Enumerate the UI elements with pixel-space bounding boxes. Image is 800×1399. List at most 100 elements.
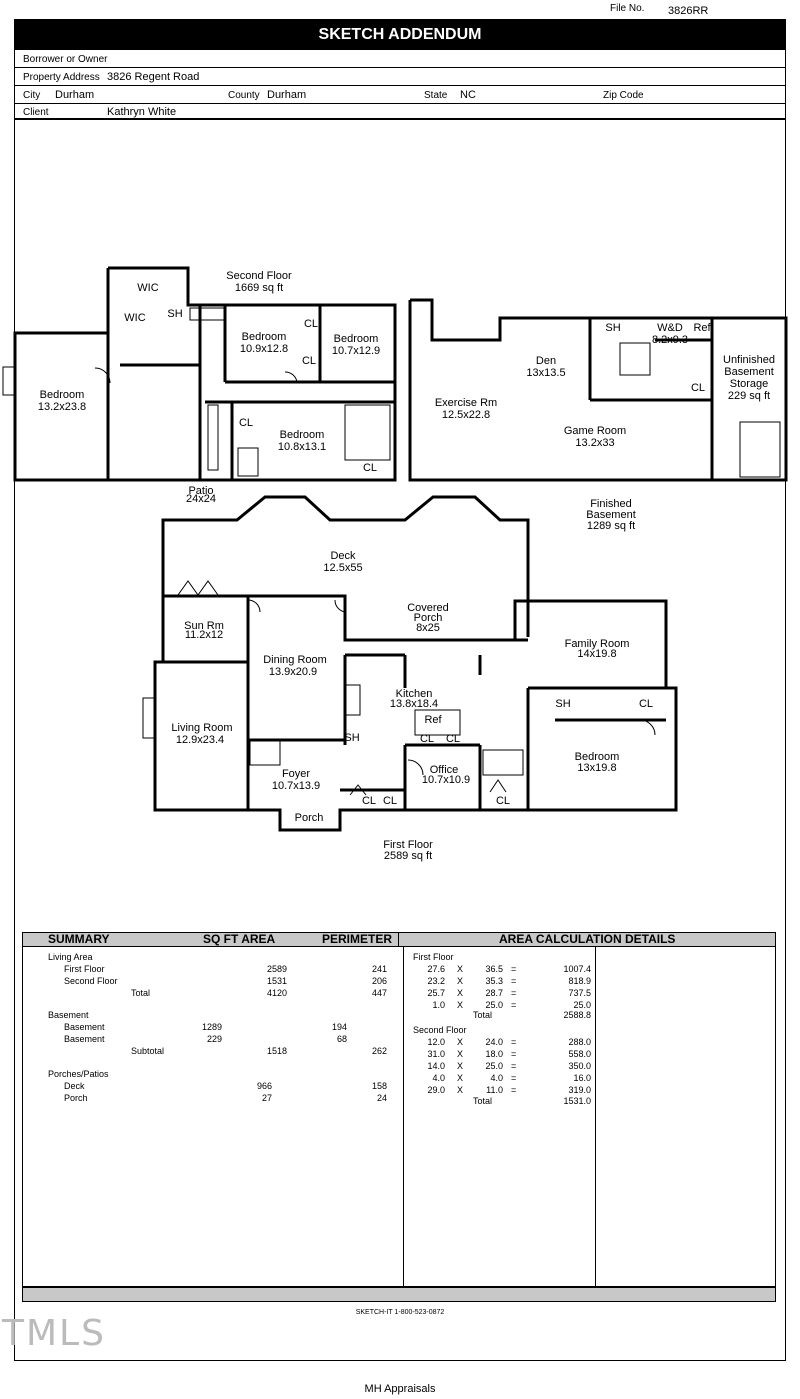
bedroom-left-label: Bedroom	[40, 389, 85, 401]
calc-first-0-x: X	[457, 964, 464, 974]
calc-first-1-r: 818.9	[568, 976, 591, 986]
calc-second-0-a: 12.0	[427, 1037, 445, 1047]
wd-label: W&D	[657, 322, 683, 334]
calc-first-1-b: 35.3	[485, 976, 503, 986]
calc-first-0-a: 27.6	[427, 964, 445, 974]
second-floor-outline	[13, 266, 397, 482]
floor-plan-sketch: Second Floor 1669 sq ft WIC WIC SH Bedro…	[2, 266, 788, 862]
calc-first-3-r: 25.0	[573, 1000, 591, 1010]
dining-room-dim: 13.9x20.9	[269, 666, 317, 678]
calc-second-3-eq: =	[511, 1073, 517, 1083]
basement-title: Basement	[586, 509, 636, 521]
porch-label: Porch	[64, 1093, 88, 1103]
deck-perimeter: 158	[371, 1081, 387, 1091]
cl-label: CL	[362, 795, 376, 807]
first-floor-area: 2589 sq ft	[384, 850, 432, 862]
sh-label: SH	[344, 732, 359, 744]
calc-second-2-r: 350.0	[568, 1061, 591, 1071]
cl-label: CL	[383, 795, 397, 807]
second-floor-label: Second Floor	[64, 976, 118, 986]
finished-basement-area: 1289 sq ft	[587, 520, 635, 532]
sketchit-credit: SKETCH-IT 1-800-523-0872	[355, 1309, 445, 1316]
basement2-label: Basement	[64, 1034, 105, 1044]
bedroom-mid2-dim: 10.7x12.9	[332, 345, 380, 357]
details-first-floor-label: First Floor	[413, 952, 454, 962]
calc-second-3-b: 4.0	[490, 1073, 503, 1083]
cl-label: CL	[420, 733, 434, 745]
file-no-label: File No.	[610, 3, 645, 14]
calc-first-2-a: 25.7	[427, 988, 445, 998]
basement1-perimeter: 194	[331, 1022, 347, 1032]
cl-label: CL	[239, 417, 253, 429]
floor-plan-area	[14, 118, 786, 935]
sh-label: SH	[555, 698, 570, 710]
calc-first-2-x: X	[457, 988, 464, 998]
calc-second-3-a: 4.0	[432, 1073, 445, 1083]
office-dim: 10.7x10.9	[422, 774, 470, 786]
calc-second-1-r: 558.0	[568, 1049, 591, 1059]
basement-subtotal-label: Subtotal	[131, 1046, 165, 1056]
living-total-sqft: 4120	[266, 988, 287, 998]
basement-label: Basement	[724, 366, 774, 378]
patio-label: Patio	[188, 485, 213, 497]
exercise-label: Exercise Rm	[435, 397, 497, 409]
patio-dim: 24x24	[186, 493, 216, 505]
second-floor-sqft: 1531	[266, 976, 287, 986]
calc-second-0-eq: =	[511, 1037, 517, 1047]
cl-label: CL	[302, 355, 316, 367]
kitchen-dim: 13.8x18.4	[390, 698, 438, 710]
first-floor-outline	[153, 594, 678, 832]
foyer-label: Foyer	[282, 768, 310, 780]
appraiser-name: MH Appraisals	[364, 1383, 436, 1395]
page-title: SKETCH ADDENDUM	[14, 19, 786, 50]
calc-second-4-r: 319.0	[568, 1085, 591, 1095]
deck-dim: 12.5x55	[323, 562, 362, 574]
calc-second-1-eq: =	[511, 1049, 517, 1059]
calc-second-2-x: X	[457, 1061, 464, 1071]
footer-bar	[22, 1287, 776, 1302]
property-row: Property Address 3826 Regent Road	[14, 68, 786, 86]
basement2-sqft: 229	[206, 1034, 222, 1044]
living-area-label: Living Area	[48, 952, 93, 962]
deck-label: Deck	[330, 550, 356, 562]
calc-second-0-r: 288.0	[568, 1037, 591, 1047]
basement-subtotal-perimeter: 262	[371, 1046, 387, 1056]
summary-heading: SUMMARY	[48, 932, 110, 946]
finished-label: Finished	[590, 498, 632, 510]
covered-porch-dim: 8x25	[416, 622, 440, 634]
details-first-total-label: Total	[473, 1010, 493, 1020]
den-dim: 13x13.5	[526, 367, 565, 379]
game-room-dim: 13.2x33	[575, 437, 614, 449]
porch-sqft: 27	[261, 1093, 272, 1103]
covered-label: Covered	[407, 602, 449, 614]
state-label: State	[424, 90, 448, 101]
city-value: Durham	[55, 89, 95, 101]
property-label: Property Address	[23, 72, 100, 83]
calc-first-2-r: 737.5	[568, 988, 591, 998]
calc-first-3-a: 1.0	[432, 1000, 445, 1010]
bedroom-left-dim: 13.2x23.8	[38, 401, 86, 413]
basement-outline	[408, 298, 788, 482]
foyer-dim: 10.7x13.9	[272, 780, 320, 792]
storage-area: 229 sq ft	[728, 390, 770, 402]
bedroom-ff-dim: 13x19.8	[577, 762, 616, 774]
city-row: City Durham County Durham State NC Zip C…	[14, 86, 786, 104]
bedroom-ff-label: Bedroom	[575, 751, 620, 763]
living-total-label: Total	[131, 988, 151, 998]
living-room-label: Living Room	[171, 722, 232, 734]
bedroom-mid1-dim: 10.9x12.8	[240, 343, 288, 355]
borrower-row: Borrower or Owner	[14, 50, 786, 68]
calc-first-3-eq: =	[511, 1000, 517, 1010]
sh-label: SH	[167, 308, 182, 320]
bedroom-mid3-dim: 10.8x13.1	[278, 441, 326, 453]
deck-label: Deck	[64, 1081, 85, 1091]
cl-label: CL	[691, 382, 705, 394]
state-value: NC	[460, 89, 476, 101]
calc-second-4-b: 11.0	[486, 1085, 503, 1095]
exercise-dim: 12.5x22.8	[442, 409, 490, 421]
second-floor-title: Second Floor	[226, 270, 292, 282]
calc-second-3-x: X	[457, 1073, 464, 1083]
ref-label: Ref	[693, 322, 711, 334]
calc-second-4-a: 29.0	[427, 1085, 445, 1095]
calc-second-2-b: 25.0	[485, 1061, 503, 1071]
